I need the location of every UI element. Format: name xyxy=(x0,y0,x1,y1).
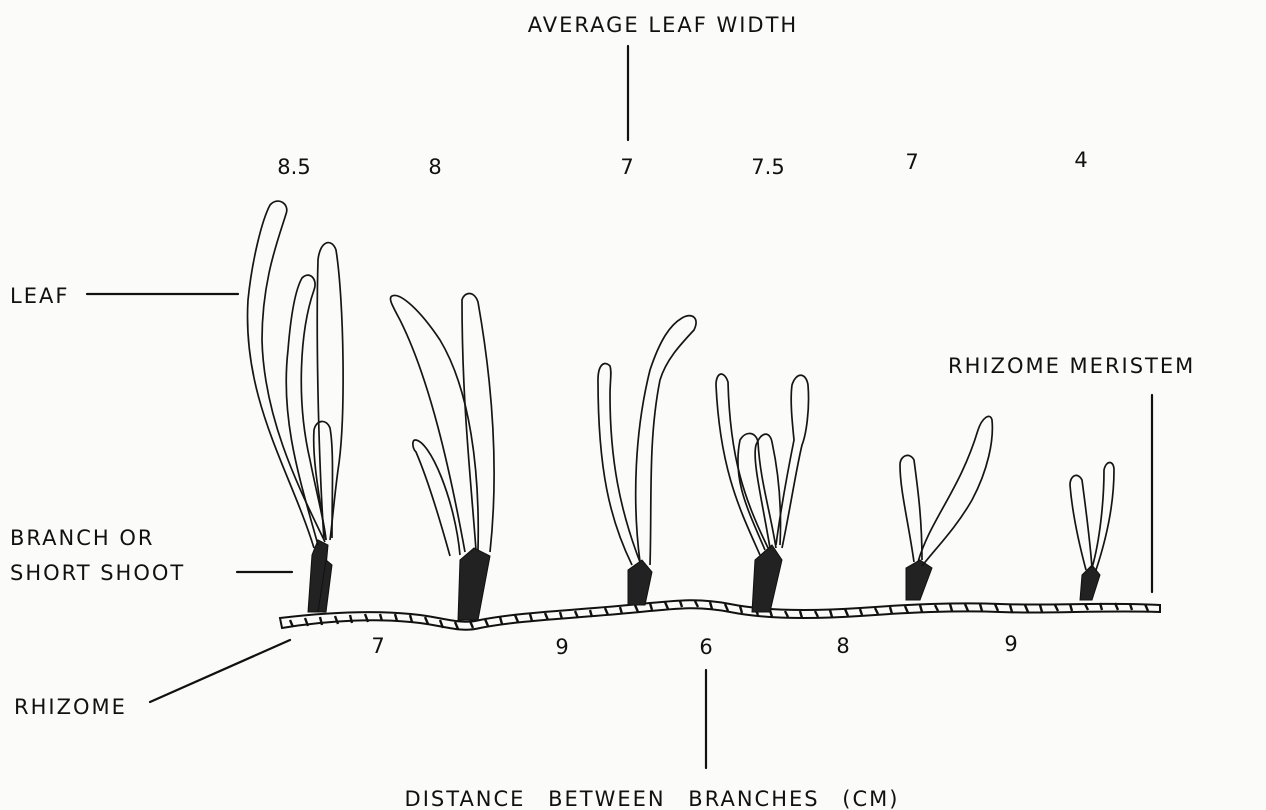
distance-2: 9 xyxy=(555,635,568,659)
leaf-label: LEAF xyxy=(10,284,69,308)
shoot-6 xyxy=(1070,463,1114,601)
leaf-width-2: 8 xyxy=(428,155,441,179)
distance-5: 9 xyxy=(1004,632,1017,656)
leaf-width-6: 4 xyxy=(1074,148,1087,172)
distance-3: 6 xyxy=(699,635,712,659)
leaf-width-3: 7 xyxy=(620,155,633,179)
distance-4: 8 xyxy=(836,634,849,658)
leaf-width-4: 7.5 xyxy=(751,155,784,179)
rhizome-meristem-label: RHIZOME MERISTEM xyxy=(948,354,1195,378)
rhizome-label: RHIZOME xyxy=(14,695,127,719)
rhizome xyxy=(280,600,1160,630)
average-leaf-width-title: AVERAGE LEAF WIDTH xyxy=(528,13,798,37)
distance-between-branches-label: DISTANCE BETWEEN BRANCHES (CM) xyxy=(405,787,900,810)
shoot-2 xyxy=(390,294,494,621)
branch-label-line1: BRANCH OR xyxy=(10,526,154,550)
shoot-3 xyxy=(598,316,696,605)
distance-1: 7 xyxy=(371,634,384,658)
branch-label-line2: SHORT SHOOT xyxy=(10,561,185,585)
shoot-4 xyxy=(716,374,809,612)
shoot-5 xyxy=(900,416,992,600)
leaf-width-5: 7 xyxy=(905,150,918,174)
rhizome-pointer-line xyxy=(150,640,290,702)
leaf-width-1: 8.5 xyxy=(277,155,310,179)
shoot-1 xyxy=(247,201,343,612)
